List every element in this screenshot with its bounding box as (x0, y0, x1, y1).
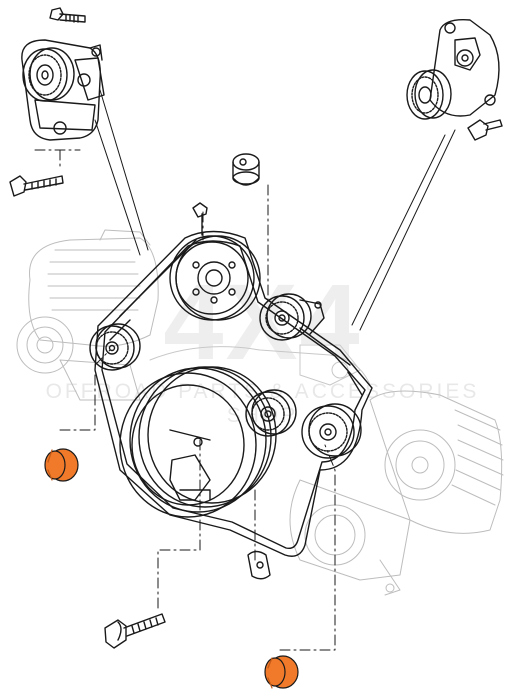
water-pump-bolt (467, 119, 503, 141)
alternator-left (16, 229, 159, 401)
leader-lines (94, 89, 456, 331)
tensioner-bolt-top (49, 7, 86, 23)
crankshaft-pulley (119, 366, 277, 518)
cover-cap-bottom (264, 655, 299, 689)
engine-block (149, 344, 371, 386)
clip-washer-bottom (247, 550, 271, 580)
power-steering-pulley (169, 235, 261, 321)
center-cap-top (232, 153, 260, 186)
tensioner-assembly-top-left (9, 7, 105, 197)
ac-compressor-right (289, 390, 504, 596)
tensioner-bolt-exploded (9, 175, 64, 197)
tensioner-pulley-top-left (22, 47, 75, 102)
idler-pulley-top-right (406, 69, 452, 120)
water-pump-assembly-top-right (406, 19, 503, 141)
idler-pulley-center (245, 389, 297, 437)
cover-cap-lower-left (44, 448, 79, 482)
crankshaft-bolt (104, 613, 166, 649)
idler-pulley-upper-right (259, 293, 325, 341)
tensioner-pulley-right (301, 403, 362, 459)
serpentine-belt (94, 230, 373, 557)
crankshaft-key-block (169, 454, 211, 501)
small-bolt-upper (192, 202, 208, 236)
